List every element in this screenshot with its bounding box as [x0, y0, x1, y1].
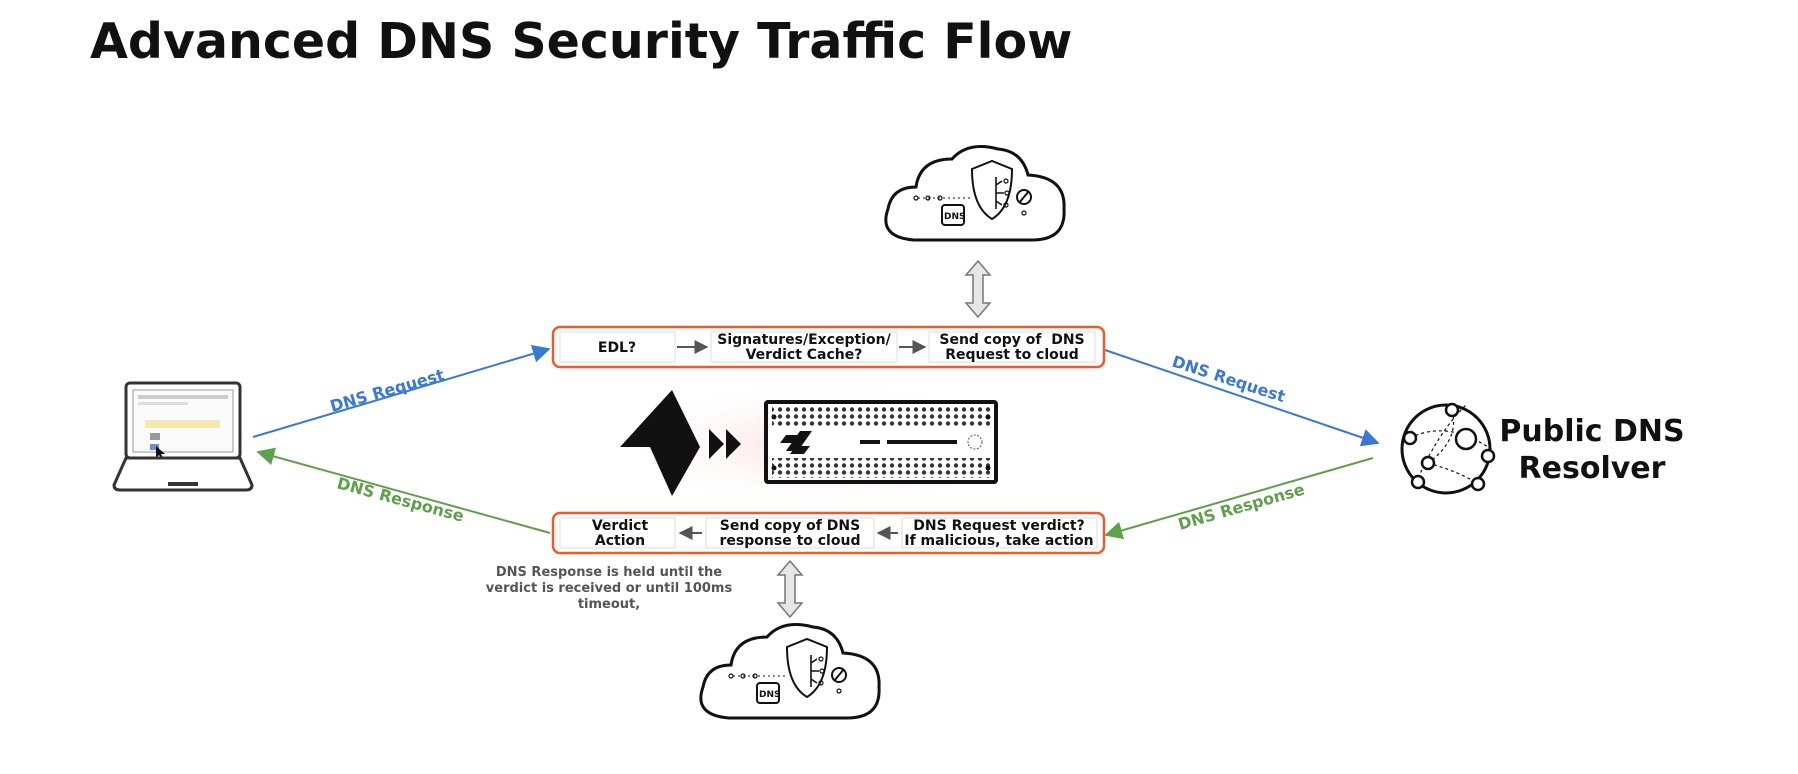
dns-request-arrow-right	[1104, 349, 1380, 447]
cloud-security-icon: DNS	[699, 623, 881, 720]
resolver-label-line1: Public DNS	[1499, 414, 1684, 449]
step-request-verdict-line2: If malicious, take action	[904, 533, 1093, 549]
cloud-dns-badge-bottom: DNS	[759, 690, 781, 700]
step-send-response-line2: response to cloud	[720, 533, 861, 549]
step-send-request-line1: Send copy of DNS	[939, 332, 1084, 348]
step-send-request-line2: Request to cloud	[945, 347, 1079, 363]
dns-response-label-left: DNS Response	[335, 474, 466, 526]
note-line-2: verdict is received or until 100ms	[486, 581, 733, 596]
response-pipeline: Verdict Action Send copy of DNS response…	[551, 511, 1106, 555]
dns-response-arrow-right	[1104, 457, 1374, 540]
note-line-3: timeout,	[578, 597, 640, 612]
step-edl: EDL?	[598, 340, 636, 356]
dns-response-label-right: DNS Response	[1176, 480, 1307, 534]
dns-request-arrow-left	[252, 344, 551, 438]
request-pipeline: EDL? Signatures/Exception/ Verdict Cache…	[551, 325, 1106, 369]
cloud-dns-badge-top: DNS	[944, 212, 966, 222]
dns-response-arrow-left	[256, 447, 551, 534]
dns-request-label-left: DNS Request	[328, 365, 447, 416]
double-arrow-icon	[964, 259, 992, 319]
firewall-appliance-icon	[764, 400, 998, 484]
globe-network-icon	[1400, 402, 1496, 495]
step-verdict-line2: Action	[595, 533, 645, 549]
page-title: Advanced DNS Security Traffic Flow	[90, 13, 1072, 70]
cloud-security-icon: DNS	[884, 145, 1066, 242]
step-verdict-line1: Verdict	[592, 518, 649, 534]
prisma-logo-icon	[620, 390, 741, 496]
step-signatures-line1: Signatures/Exception/	[717, 332, 891, 348]
note-line-1: DNS Response is held until the	[496, 565, 722, 580]
double-arrow-icon	[776, 559, 804, 619]
step-request-verdict-line1: DNS Request verdict?	[913, 518, 1084, 534]
step-send-response-line1: Send copy of DNS	[720, 518, 860, 534]
step-signatures-line2: Verdict Cache?	[746, 347, 863, 363]
resolver-label-line2: Resolver	[1519, 451, 1666, 486]
laptop-icon	[112, 381, 254, 492]
